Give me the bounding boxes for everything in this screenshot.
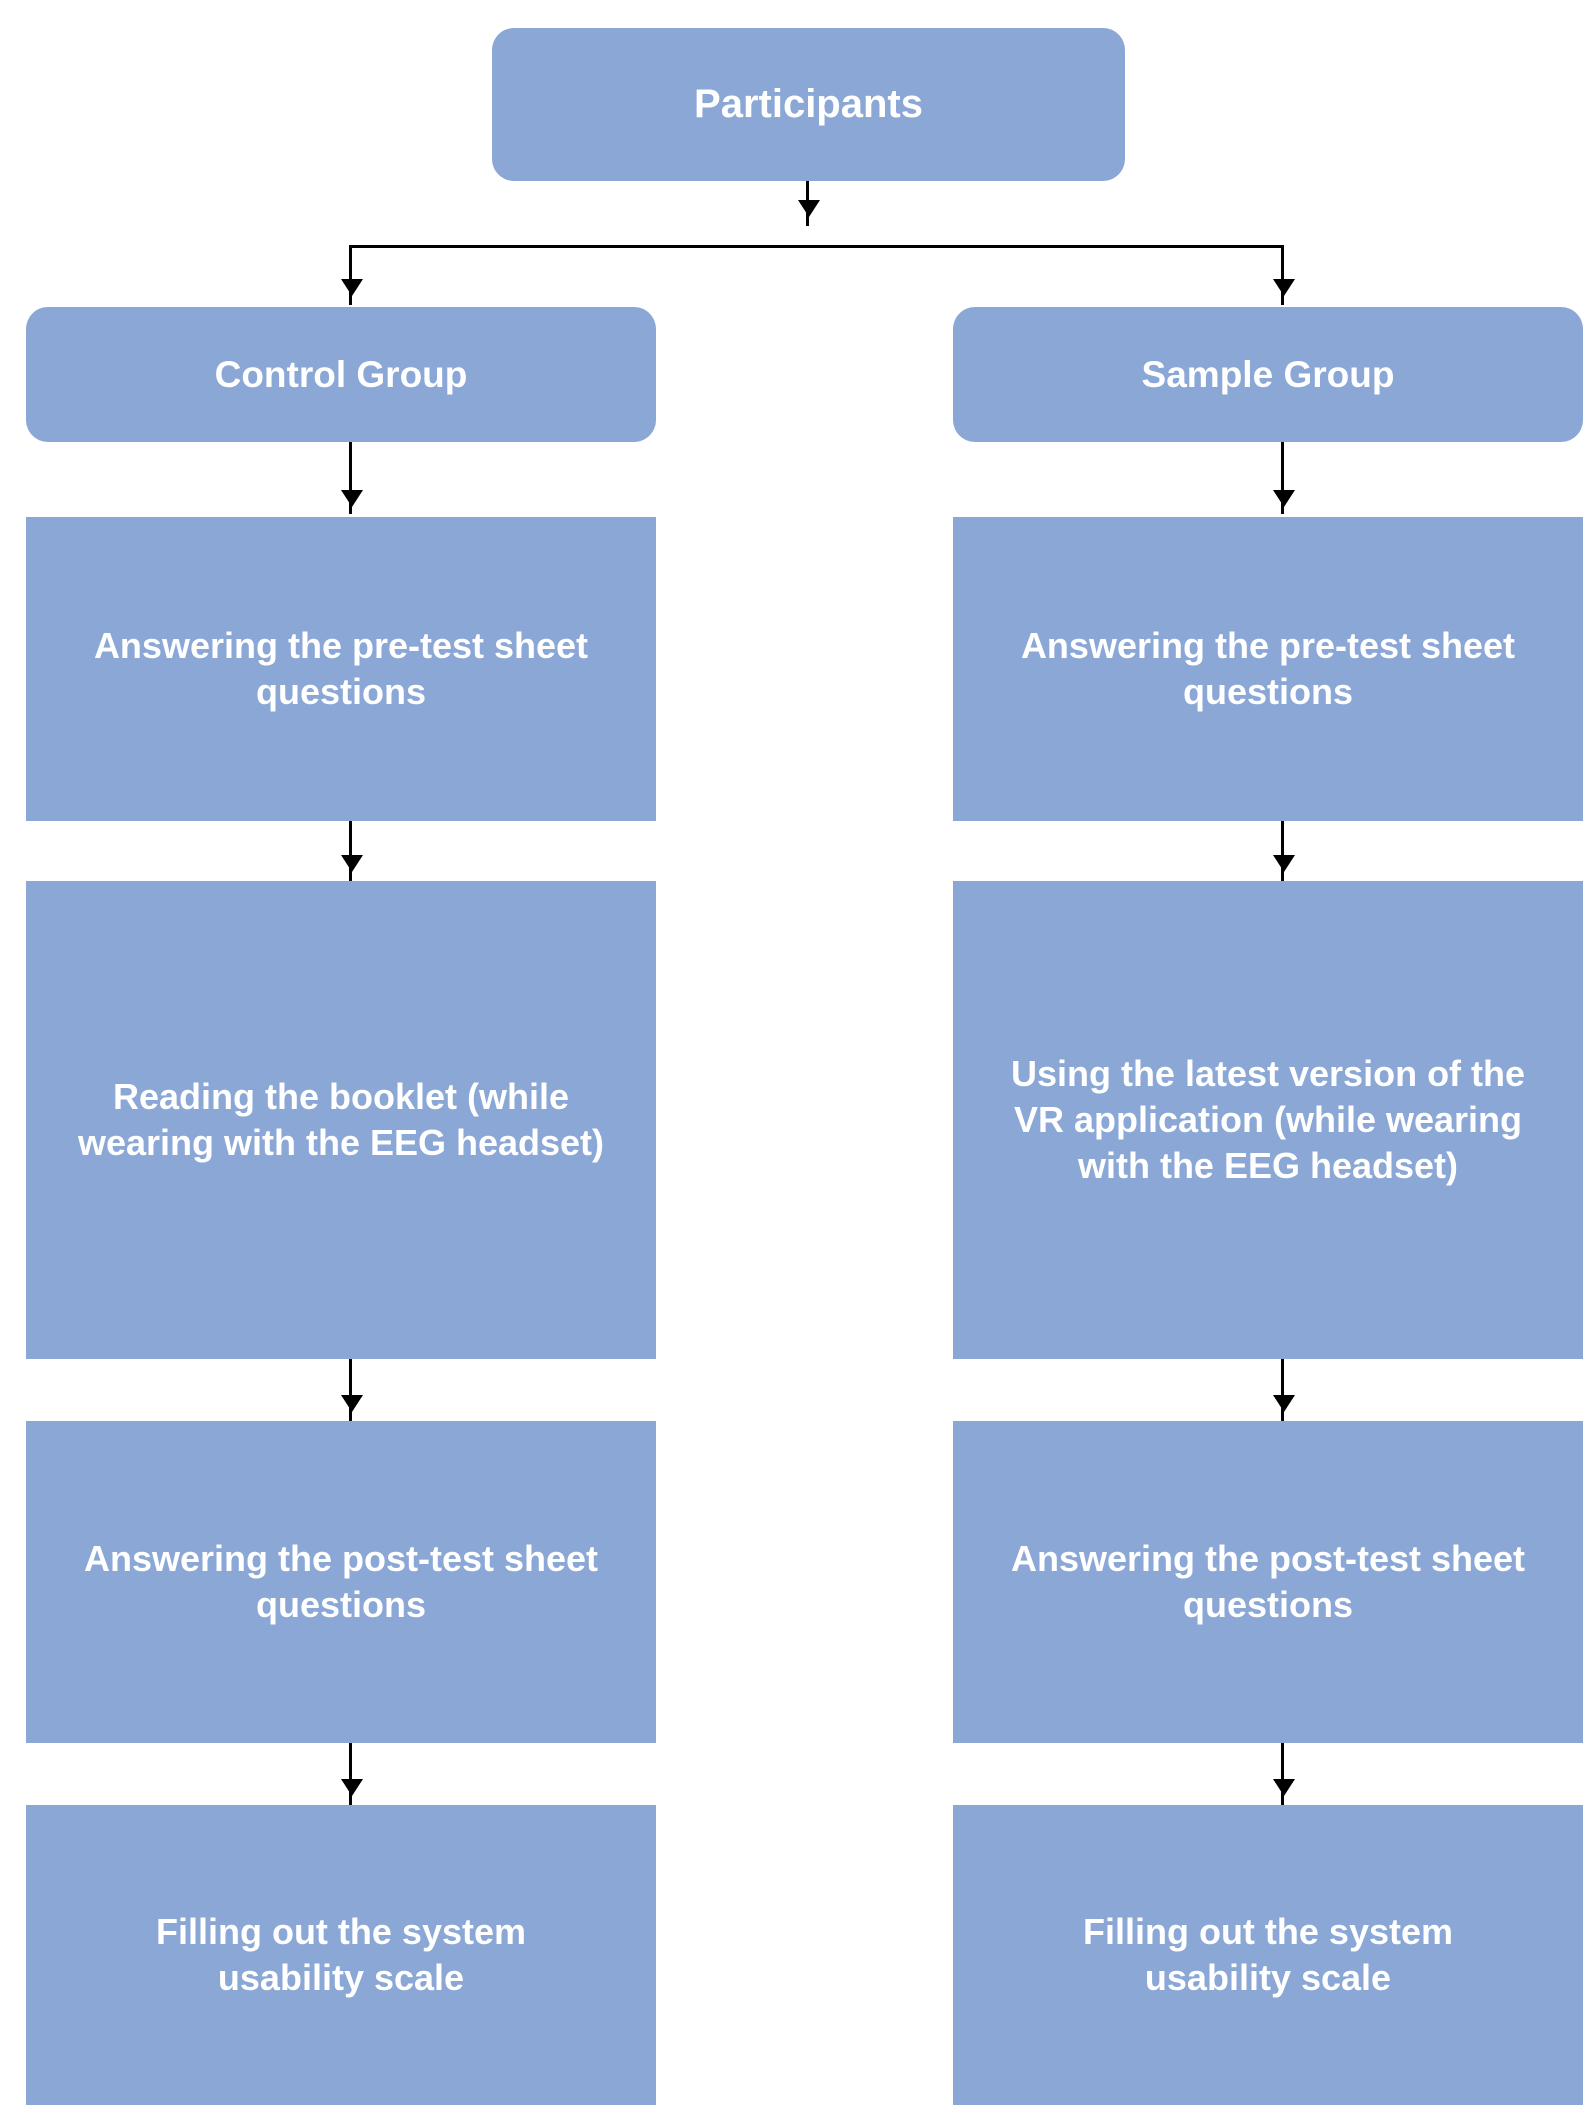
node-control-step-1: Answering the pre-test sheet questions	[26, 517, 656, 821]
node-sample-step-3: Answering the post-test sheet questions	[953, 1421, 1583, 1743]
arrowhead-right-4	[1273, 1779, 1295, 1796]
node-control-step-3: Answering the post-test sheet questions	[26, 1421, 656, 1743]
connector-right-1	[1281, 442, 1284, 514]
arrowhead-right-branch	[1273, 279, 1295, 296]
arrowhead-left-4	[341, 1779, 363, 1796]
connector-right-3	[1281, 1359, 1284, 1421]
node-sample-group-header: Sample Group	[953, 307, 1583, 442]
arrowhead-right-1	[1273, 490, 1295, 507]
arrowhead-root	[798, 200, 820, 217]
node-control-step-2: Reading the booklet (while wearing with …	[26, 881, 656, 1359]
arrowhead-left-1	[341, 490, 363, 507]
connector-right-2	[1281, 821, 1284, 881]
connector-left-1	[349, 442, 352, 514]
node-sample-step-2: Using the latest version of the VR appli…	[953, 881, 1583, 1359]
connector-right-drop	[1281, 245, 1284, 305]
node-participants: Participants	[492, 28, 1125, 181]
arrowhead-right-2	[1273, 855, 1295, 872]
arrowhead-left-2	[341, 855, 363, 872]
connector-bus	[349, 245, 1284, 248]
connector-right-4	[1281, 1743, 1284, 1805]
node-control-step-4: Filling out the system usability scale	[26, 1805, 656, 2105]
node-sample-step-4: Filling out the system usability scale	[953, 1805, 1583, 2105]
node-sample-step-1: Answering the pre-test sheet questions	[953, 517, 1583, 821]
arrowhead-left-3	[341, 1395, 363, 1412]
connector-left-3	[349, 1359, 352, 1421]
connector-left-drop	[349, 245, 352, 305]
connector-left-2	[349, 821, 352, 881]
arrowhead-left-branch	[341, 279, 363, 296]
node-control-group-header: Control Group	[26, 307, 656, 442]
arrowhead-right-3	[1273, 1395, 1295, 1412]
connector-left-4	[349, 1743, 352, 1805]
